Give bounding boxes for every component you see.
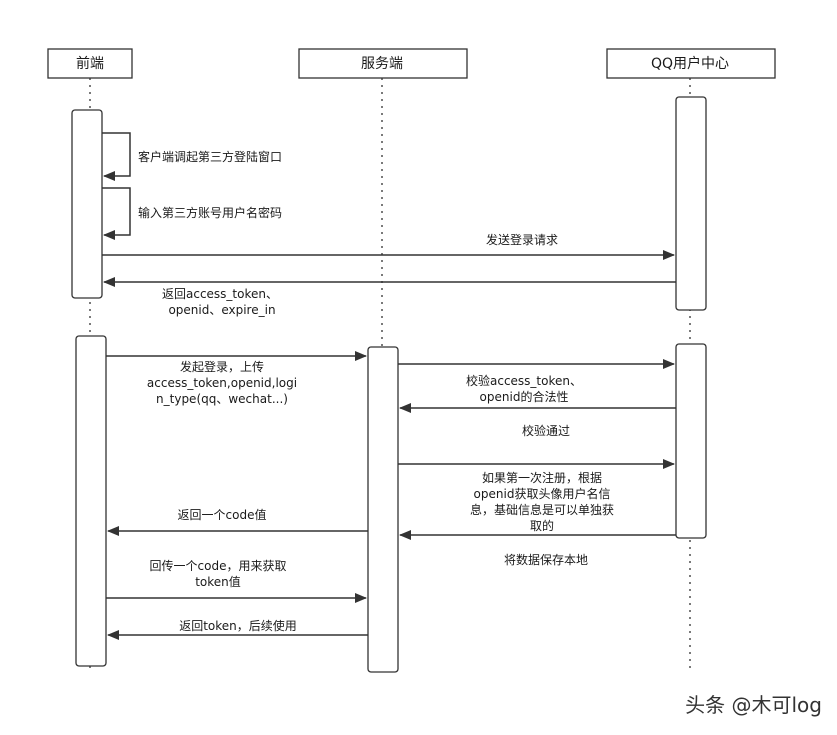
message-initiate-login-label-line1: 发起登录，上传 bbox=[180, 359, 264, 374]
message-return-token-label: 返回token，后续使用 bbox=[179, 618, 297, 633]
activation-qq-1 bbox=[675, 96, 707, 311]
participant-qq-center-label: QQ用户中心 bbox=[651, 55, 729, 72]
participant-server: 服务端 bbox=[298, 48, 468, 79]
message-input-credentials-label: 输入第三方账号用户名密码 bbox=[138, 205, 282, 220]
message-first-register-label-line3: 息，基础信息是可以单独获 bbox=[470, 502, 614, 517]
message-verify-passed-label: 校验通过 bbox=[522, 423, 570, 438]
participant-frontend-label: 前端 bbox=[76, 55, 104, 72]
message-initiate-login-label-line3: n_type(qq、wechat...) bbox=[156, 392, 288, 406]
message-input-credentials bbox=[102, 187, 131, 240]
message-return-access-token-label-line1: 返回access_token、 bbox=[162, 287, 278, 301]
message-first-register-label-line2: openid获取头像用户名信 bbox=[474, 486, 611, 501]
message-open-login-window-label: 客户端调起第三方登陆窗口 bbox=[138, 149, 282, 164]
message-return-code-label: 返回一个code值 bbox=[178, 507, 267, 522]
note-save-locally: 将数据保存本地 bbox=[504, 552, 588, 567]
message-send-login-request-label: 发送登录请求 bbox=[486, 232, 558, 247]
message-first-register-label-line4: 取的 bbox=[530, 518, 554, 533]
message-initiate-login-label-line2: access_token,openid,logi bbox=[147, 376, 297, 390]
message-send-code-label-line1: 回传一个code，用来获取 bbox=[150, 558, 287, 573]
message-return-access-token-label-line2: openid、expire_in bbox=[168, 303, 275, 317]
message-verify-token-label-line2: openid的合法性 bbox=[480, 389, 569, 404]
message-send-code-label-line2: token值 bbox=[195, 574, 241, 589]
participant-frontend: 前端 bbox=[47, 48, 133, 79]
watermark: 头条 @木可log bbox=[685, 693, 822, 717]
message-verify-token-label-line1: 校验access_token、 bbox=[466, 373, 582, 388]
message-first-register-label-line1: 如果第一次注册，根据 bbox=[482, 470, 602, 485]
participant-server-label: 服务端 bbox=[361, 56, 403, 72]
participant-qq-center: QQ用户中心 bbox=[606, 48, 776, 79]
activation-frontend-2 bbox=[75, 335, 107, 667]
activation-server bbox=[367, 346, 399, 673]
message-open-login-window bbox=[102, 132, 131, 181]
activation-frontend-1 bbox=[71, 109, 103, 299]
activation-qq-2 bbox=[675, 343, 707, 539]
